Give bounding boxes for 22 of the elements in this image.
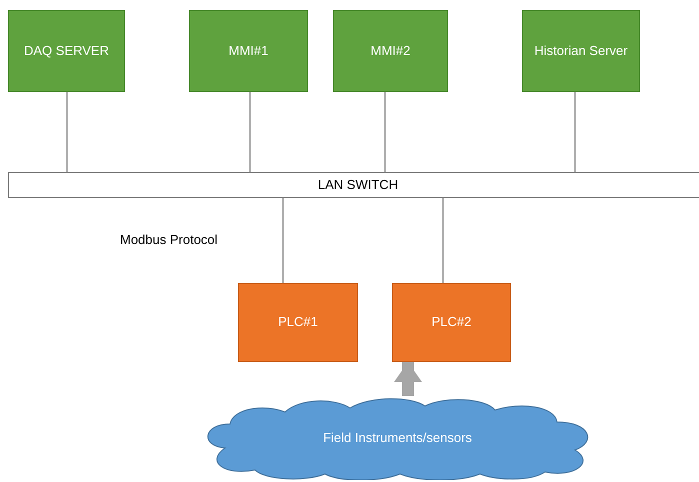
- node-label: Historian Server: [534, 42, 628, 60]
- server-box: [189, 10, 308, 92]
- plc-box: [392, 283, 511, 362]
- node-label: Field Instruments/sensors: [323, 430, 472, 446]
- server-box: [522, 10, 640, 92]
- node-label: DAQ SERVER: [24, 42, 109, 60]
- protocol-label: Modbus Protocol: [120, 232, 218, 247]
- server-box: [8, 10, 125, 92]
- connector-line: [574, 92, 576, 172]
- connector-line: [282, 198, 284, 284]
- plc-box: [238, 283, 358, 362]
- connector-line: [442, 198, 444, 284]
- node-label: MMI#1: [228, 42, 268, 60]
- node-label: PLC#1: [278, 314, 318, 331]
- block-arrow: [394, 362, 422, 396]
- server-box: [333, 10, 448, 92]
- node-label: MMI#2: [370, 42, 410, 60]
- node-label: LAN SWITCH: [318, 176, 398, 194]
- connector-line: [66, 92, 68, 172]
- connector-line: [384, 92, 386, 172]
- switch-bar: [8, 172, 699, 198]
- node-label: PLC#2: [432, 314, 472, 331]
